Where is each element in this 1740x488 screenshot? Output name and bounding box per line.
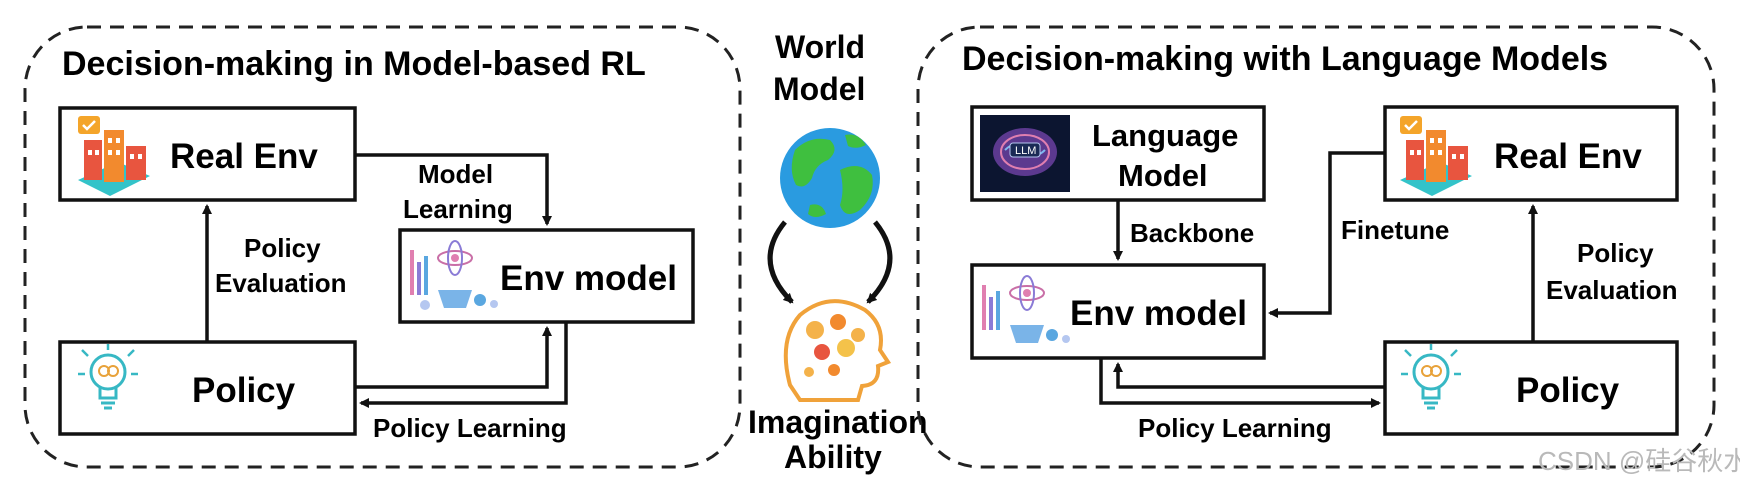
policy-learning-arrow-back — [359, 322, 568, 408]
world-model-label-2: Model — [773, 71, 865, 107]
left-env-model-box: Env model — [398, 228, 695, 324]
right-policy-box: Policy — [1383, 340, 1679, 436]
left-policy-learning-label: Policy Learning — [373, 413, 567, 443]
lightbulb-icon — [78, 344, 138, 410]
left-policy-label: Policy — [192, 371, 296, 410]
right-panel-border — [916, 25, 1716, 469]
policy-learning-arrow-up — [355, 326, 552, 389]
right-env-model-label: Env model — [1070, 294, 1247, 333]
city-building-icon — [1400, 116, 1472, 196]
world-model-label-1: World — [775, 29, 865, 65]
imagination-label-2: Ability — [784, 439, 882, 475]
lab-flask-icon — [410, 240, 498, 310]
right-arrows — [1099, 151, 1538, 408]
llm-brain-icon: LLM — [980, 115, 1070, 192]
lab-flask-icon — [982, 275, 1070, 343]
left-arrows — [202, 153, 568, 408]
backbone-label: Backbone — [1130, 218, 1254, 248]
left-env-model-label: Env model — [500, 259, 677, 298]
language-model-label-2: Model — [1118, 158, 1208, 193]
finetune-arrow — [1268, 151, 1385, 318]
right-real-env-box: Real Env — [1383, 105, 1679, 202]
finetune-label: Finetune — [1341, 215, 1449, 245]
left-real-env-box: Real Env — [58, 106, 357, 202]
right-real-env-label: Real Env — [1494, 137, 1642, 176]
right-env-model-box: Env model — [970, 263, 1266, 360]
language-model-label-1: Language — [1092, 118, 1238, 153]
right-panel-title: Decision-making with Language Models — [962, 40, 1608, 78]
cycle-arrows — [767, 220, 893, 304]
left-policy-evaluation-label-1: Policy — [244, 233, 321, 263]
left-panel-title: Decision-making in Model-based RL — [62, 45, 646, 83]
watermark: CSDN @硅谷秋水 — [1538, 446, 1740, 476]
globe-icon — [780, 128, 880, 228]
right-policy-label: Policy — [1516, 371, 1620, 410]
lightbulb-icon — [1401, 344, 1461, 410]
imagination-label-1: Imagination — [748, 404, 928, 440]
right-policy-learning-arrow-fwd — [1099, 358, 1381, 408]
model-learning-label-1: Model — [418, 159, 493, 189]
language-model-box: LLM Language Model — [970, 105, 1266, 202]
city-building-icon — [78, 116, 150, 196]
left-policy-box: Policy — [58, 340, 357, 436]
left-real-env-label: Real Env — [170, 137, 318, 176]
model-learning-arrow — [355, 153, 552, 226]
right-policy-learning-label: Policy Learning — [1138, 413, 1332, 443]
right-policy-evaluation-label-2: Evaluation — [1546, 275, 1677, 305]
llm-badge: LLM — [1015, 145, 1036, 157]
right-policy-learning-arrow-back — [1113, 362, 1385, 389]
right-policy-evaluation-label-1: Policy — [1577, 238, 1654, 268]
brain-head-icon — [783, 299, 892, 402]
model-learning-label-2: Learning — [403, 194, 513, 224]
left-policy-evaluation-label-2: Evaluation — [215, 268, 346, 298]
